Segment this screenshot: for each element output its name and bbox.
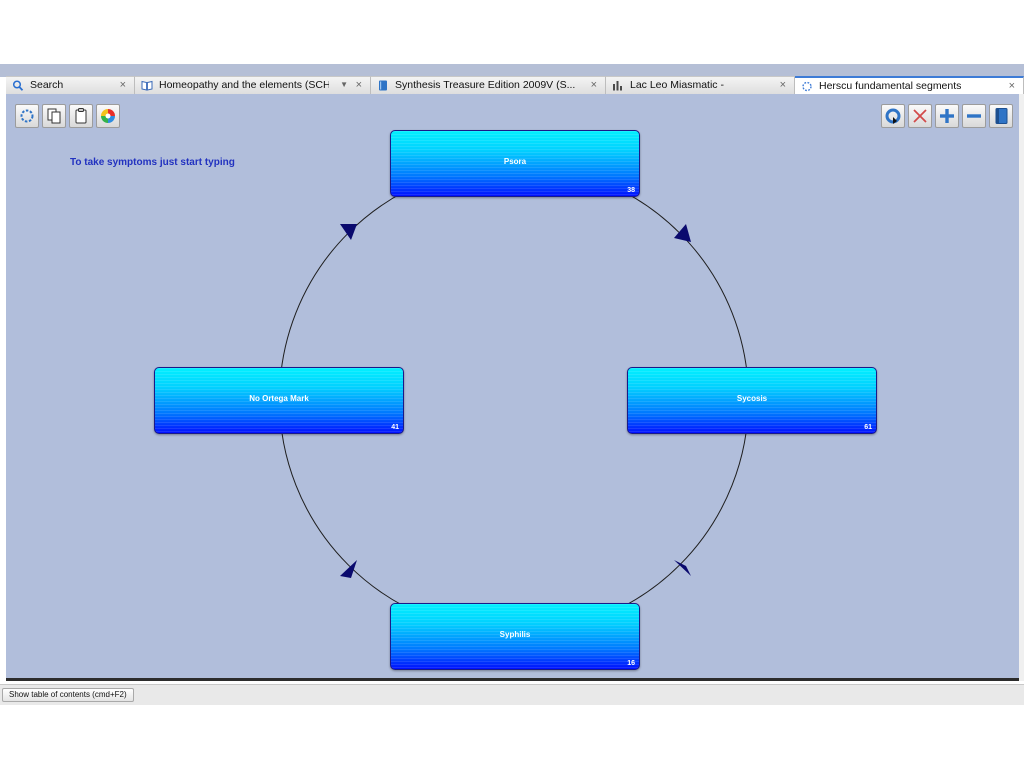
refresh-button[interactable] bbox=[881, 104, 905, 128]
add-button[interactable] bbox=[935, 104, 959, 128]
dotted-circle-icon bbox=[802, 81, 812, 92]
delete-icon bbox=[913, 109, 927, 123]
close-icon[interactable]: × bbox=[355, 79, 362, 91]
remove-button[interactable] bbox=[962, 104, 986, 128]
color-wheel-icon bbox=[101, 109, 115, 123]
node-count: 38 bbox=[627, 187, 635, 194]
close-icon[interactable]: × bbox=[1008, 80, 1015, 92]
node-label: Syphilis bbox=[499, 630, 531, 639]
node-count: 16 bbox=[627, 660, 635, 667]
tab-label: Search bbox=[30, 79, 64, 91]
tab-label: Synthesis Treasure Edition 2009V (S... bbox=[395, 79, 575, 91]
typing-hint: To take symptoms just start typing bbox=[70, 157, 235, 168]
node-count: 61 bbox=[864, 424, 872, 431]
bar-chart-icon bbox=[613, 81, 622, 91]
tab-label: Lac Leo Miasmatic - bbox=[630, 79, 724, 91]
close-icon[interactable]: × bbox=[590, 79, 597, 91]
close-icon[interactable]: × bbox=[119, 79, 126, 91]
node-no-ortega-mark[interactable]: No Ortega Mark 41 bbox=[154, 367, 404, 434]
node-label: Psora bbox=[503, 157, 527, 166]
book-icon bbox=[995, 108, 1008, 124]
node-psora[interactable]: Psora 38 bbox=[390, 130, 640, 197]
node-syphilis[interactable]: Syphilis 16 bbox=[390, 603, 640, 670]
node-count: 41 bbox=[391, 424, 399, 431]
tab-search[interactable]: Search × bbox=[6, 76, 135, 94]
arrow-sycosis-to-syphilis bbox=[674, 560, 691, 576]
status-bar: Show table of contents (cmd+F2) bbox=[0, 684, 1024, 705]
color-wheel-button[interactable] bbox=[96, 104, 120, 128]
book-button[interactable] bbox=[989, 104, 1013, 128]
tab-lac-leo-miasmatic[interactable]: Lac Leo Miasmatic - × bbox=[606, 76, 795, 94]
arrow-no-ortega-mark-to-psora bbox=[340, 224, 357, 240]
close-icon[interactable]: × bbox=[779, 79, 786, 91]
diagram-panel: To take symptoms just start typing Psora… bbox=[6, 94, 1019, 681]
node-label: No Ortega Mark bbox=[249, 394, 309, 403]
arrow-syphilis-to-no-ortega-mark bbox=[340, 560, 357, 578]
search-icon bbox=[12, 80, 24, 91]
book-icon bbox=[141, 80, 153, 91]
arrow-psora-to-sycosis bbox=[674, 224, 691, 242]
copy-icon bbox=[47, 108, 61, 124]
remove-icon bbox=[967, 114, 981, 118]
refresh-icon bbox=[885, 108, 901, 124]
cycle-icon bbox=[20, 109, 34, 123]
tab-synthesis-treasure[interactable]: Synthesis Treasure Edition 2009V (S... × bbox=[371, 76, 606, 94]
window-top-band bbox=[0, 64, 1024, 77]
tab-herscu-fundamental-segments[interactable]: Herscu fundamental segments × bbox=[795, 76, 1024, 94]
blue-book-icon bbox=[379, 80, 387, 91]
chevron-down-icon[interactable]: ▼ bbox=[340, 80, 348, 89]
node-label: Sycosis bbox=[736, 394, 768, 403]
copy-button[interactable] bbox=[42, 104, 66, 128]
clipboard-button[interactable] bbox=[69, 104, 93, 128]
tab-homeopathy-elements[interactable]: Homeopathy and the elements (SCH... ▼ × bbox=[135, 76, 371, 94]
tab-bar: Search × Homeopathy and the elements (SC… bbox=[6, 76, 1024, 94]
tab-label: Homeopathy and the elements (SCH... bbox=[159, 79, 329, 91]
clipboard-icon bbox=[75, 108, 87, 124]
node-sycosis[interactable]: Sycosis 61 bbox=[627, 367, 877, 434]
show-table-of-contents-button[interactable]: Show table of contents (cmd+F2) bbox=[2, 688, 134, 702]
tab-label: Herscu fundamental segments bbox=[819, 80, 962, 92]
add-icon bbox=[940, 109, 954, 123]
window-right-edge bbox=[1019, 94, 1024, 681]
delete-button[interactable] bbox=[908, 104, 932, 128]
cycle-button[interactable] bbox=[15, 104, 39, 128]
